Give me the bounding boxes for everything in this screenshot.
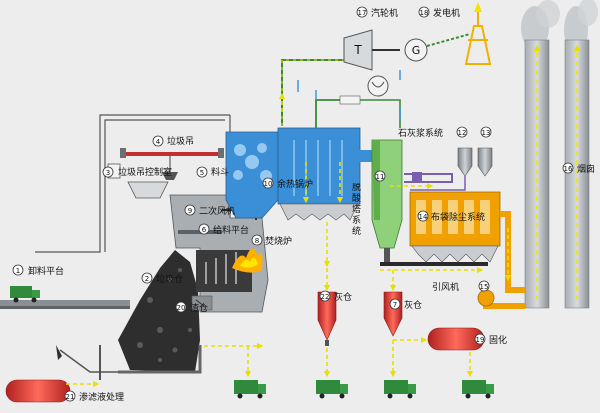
svg-text:灰仓: 灰仓 [404, 299, 422, 311]
label-deacidification-tower: 11 脱酸塔系统 [352, 170, 386, 237]
svg-text:21: 21 [66, 393, 75, 401]
label-crane-control-room: 3 垃圾吊控制室 [102, 166, 172, 178]
svg-text:汽轮机: 汽轮机 [371, 7, 398, 19]
steam-turbine: T [343, 29, 400, 71]
label-slag-bunker: 20 渣仓 [175, 301, 208, 314]
condenser [339, 75, 389, 105]
svg-text:焚烧炉: 焚烧炉 [265, 235, 292, 247]
svg-text:7: 7 [393, 301, 397, 309]
label-13: 13 [480, 126, 492, 138]
label-induced-draft-fan: 引风机 15 [432, 280, 490, 293]
component-labels: 1 卸料平台 2 垃圾仓 3 垃圾吊控制室 4 垃圾吊 5 料斗 [12, 6, 595, 403]
svg-text:烟囱: 烟囱 [577, 163, 595, 175]
label-baghouse: 14 布袋除尘系统 [417, 210, 485, 223]
label-chimney: 16 烟囱 [562, 162, 595, 175]
svg-text:19: 19 [476, 336, 485, 344]
svg-text:灰仓: 灰仓 [334, 291, 352, 303]
generator: G [404, 38, 428, 62]
induced-draft-fan [477, 289, 495, 307]
svg-text:垃圾吊控制室: 垃圾吊控制室 [118, 166, 172, 178]
svg-text:18: 18 [420, 9, 429, 17]
svg-text:22: 22 [321, 293, 330, 301]
label-secondary-air-fan: 9 二次风机 [184, 204, 235, 217]
lime-slurry-tanks [404, 147, 493, 191]
feed-hopper [127, 181, 169, 199]
deacidification-tower [371, 139, 403, 266]
truck-icon [462, 380, 494, 399]
svg-text:渗滤液处理: 渗滤液处理 [79, 391, 124, 403]
garbage-bunker [56, 250, 202, 380]
svg-text:11: 11 [376, 173, 385, 181]
label-solidification: 19 固化 [474, 333, 507, 346]
svg-text:9: 9 [188, 207, 192, 215]
transmission-tower-icon [464, 2, 492, 65]
svg-text:1: 1 [16, 267, 20, 275]
svg-text:渣仓: 渣仓 [190, 302, 208, 314]
label-steam-turbine: 17 汽轮机 [356, 6, 398, 19]
svg-text:15: 15 [480, 283, 489, 291]
waste-heat-boiler [225, 127, 376, 221]
truck-icon [10, 286, 40, 303]
chimney [524, 39, 590, 309]
svg-text:石灰浆系统: 石灰浆系统 [398, 127, 443, 139]
label-ash-silo-22: 22 灰仓 [319, 290, 352, 303]
svg-text:垃圾吊: 垃圾吊 [167, 135, 194, 147]
label-ash-silo-7: 7 灰仓 [389, 298, 422, 311]
svg-text:17: 17 [358, 9, 367, 17]
svg-text:5: 5 [200, 169, 204, 177]
svg-text:固化: 固化 [489, 334, 507, 346]
svg-text:16: 16 [564, 165, 573, 173]
label-unloading-platform: 1 卸料平台 [12, 264, 64, 277]
label-feed-hopper: 5 料斗 [196, 166, 229, 178]
truck-icon [384, 380, 416, 399]
fly-ash-silo-22 [317, 291, 337, 346]
turbine-symbol: T [353, 43, 362, 57]
label-garbage-crane: 4 垃圾吊 [152, 135, 194, 147]
generator-symbol: G [412, 44, 421, 57]
svg-text:8: 8 [255, 237, 259, 245]
svg-text:发电机: 发电机 [433, 7, 460, 19]
svg-text:13: 13 [482, 129, 491, 137]
svg-text:余热锅炉: 余热锅炉 [277, 178, 313, 190]
flue-duct [356, 150, 380, 158]
label-waste-heat-boiler: 10 余热锅炉 [262, 177, 313, 190]
svg-text:14: 14 [419, 213, 428, 221]
flow-arrows [66, 92, 512, 388]
incinerator [169, 194, 269, 313]
label-feeding-platform: 6 给料平台 [198, 223, 249, 236]
lightning-bolt-icon [426, 33, 471, 47]
svg-text:10: 10 [264, 180, 273, 188]
unloading-platform [0, 300, 130, 309]
fly-ash-silo-7 [383, 291, 403, 337]
svg-text:12: 12 [458, 129, 467, 137]
condensate-arrows [297, 70, 401, 120]
label-lime-slurry-system: 石灰浆系统 12 [398, 126, 468, 139]
svg-text:布袋除尘系统: 布袋除尘系统 [431, 211, 485, 223]
svg-text:20: 20 [177, 304, 186, 312]
svg-text:6: 6 [202, 226, 207, 234]
svg-text:2: 2 [145, 275, 149, 283]
svg-text:卸料平台: 卸料平台 [28, 265, 64, 277]
svg-text:料斗: 料斗 [211, 166, 229, 178]
svg-text:3: 3 [106, 169, 110, 177]
flame-icon [232, 248, 263, 273]
svg-text:垃圾仓: 垃圾仓 [156, 273, 183, 285]
label-generator: 18 发电机 [418, 6, 460, 19]
label-leachate-treatment: 21 渗滤液处理 [64, 390, 124, 403]
svg-text:给料平台: 给料平台 [213, 224, 249, 236]
svg-text:引风机: 引风机 [432, 281, 459, 293]
truck-icon [234, 380, 266, 399]
truck-icon [316, 380, 348, 399]
label-garbage-bunker: 2 垃圾仓 [141, 272, 183, 285]
svg-text:4: 4 [156, 138, 161, 146]
label-incinerator: 8 焚烧炉 [251, 234, 292, 247]
svg-text:二次风机: 二次风机 [199, 205, 235, 217]
leachate-tank [5, 379, 71, 403]
garbage-crane [120, 148, 224, 180]
